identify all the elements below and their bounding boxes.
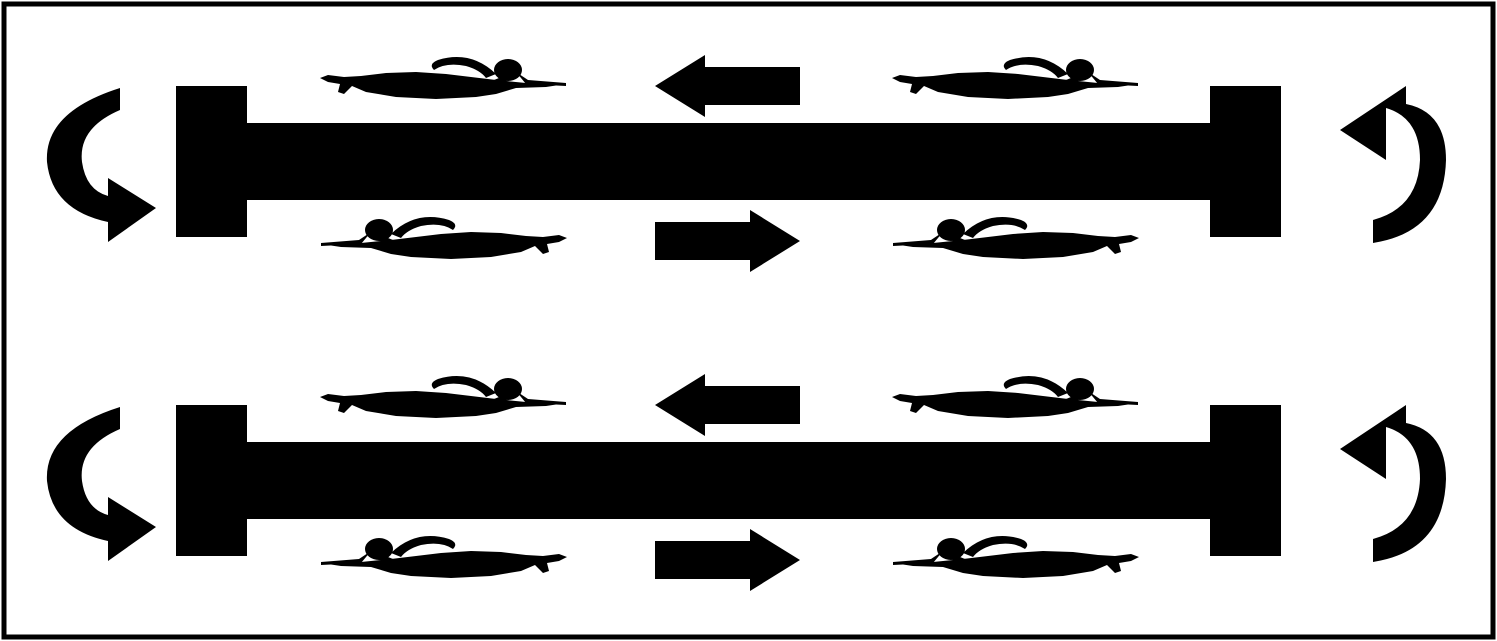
lane-end-block-right: [1210, 405, 1281, 556]
lane-2: [46, 374, 1446, 591]
turn-counterclockwise-arrow-icon: [1340, 86, 1446, 243]
turn-counterclockwise-arrow-icon: [1340, 405, 1446, 562]
lane-divider-bar: [176, 123, 1281, 200]
lane-1: [46, 55, 1446, 272]
direction-arrow-right-icon: [655, 529, 800, 591]
lane-end-block-left: [176, 405, 247, 556]
direction-arrow-right-icon: [655, 210, 800, 272]
turn-clockwise-arrow-icon: [46, 407, 156, 561]
direction-arrow-left-icon: [655, 55, 800, 117]
lane-end-block-left: [176, 86, 247, 237]
direction-arrow-left-icon: [655, 374, 800, 436]
turn-clockwise-arrow-icon: [46, 88, 156, 242]
lane-divider-bar: [176, 442, 1281, 519]
lane-end-block-right: [1210, 86, 1281, 237]
